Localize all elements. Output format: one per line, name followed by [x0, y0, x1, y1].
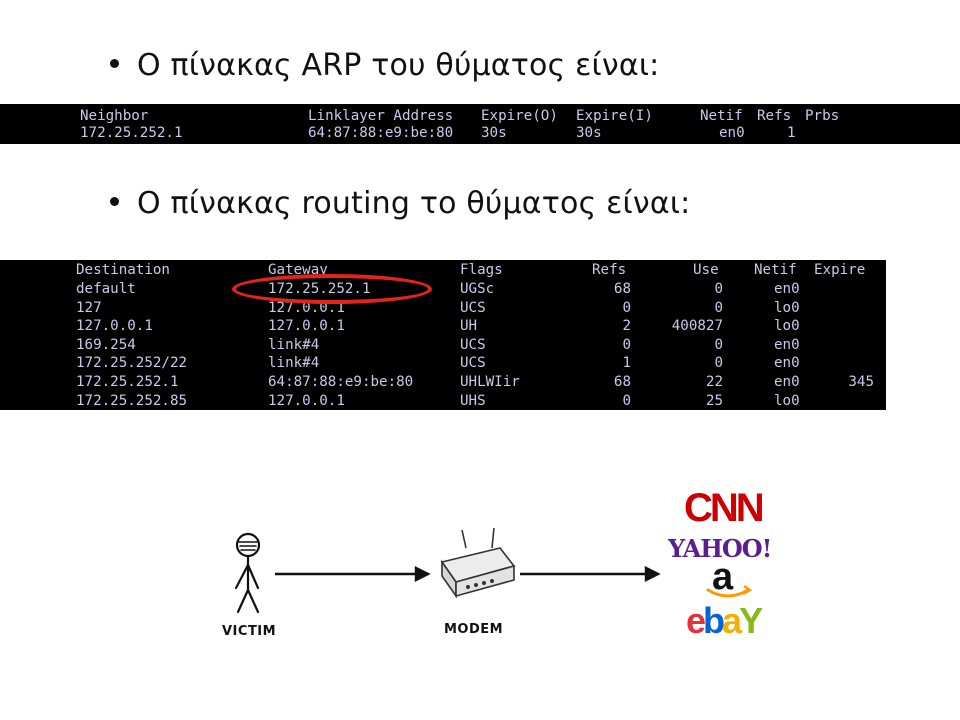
- arp-header-expire-i: Expire(I): [576, 108, 653, 124]
- bullet-arp-text: Ο πίνακας ARP του θύματος είναι:: [137, 48, 660, 83]
- routing-cell-destination: 172.25.252.85: [76, 392, 188, 409]
- routing-cell-use: 0: [714, 336, 723, 353]
- arp-cell-linklayer: 64:87:88:e9:be:80: [308, 125, 454, 141]
- ebay-e: e: [686, 600, 706, 641]
- routing-cell-refs: 0: [622, 299, 631, 316]
- victim-label: VICTIM: [222, 624, 277, 639]
- arrow-victim-to-modem: [275, 566, 431, 582]
- arrow-modem-to-sites: [520, 566, 661, 582]
- routing-cell-use: 0: [714, 299, 723, 316]
- amazon-logo: a: [712, 556, 734, 598]
- arp-header-refs: Refs: [757, 108, 792, 124]
- routing-cell-use: 400827: [671, 318, 723, 335]
- routing-cell-destination: 127.0.0.1: [76, 318, 153, 335]
- routing-cell-netif: en0: [774, 281, 800, 297]
- arp-header-expire-o: Expire(O): [481, 108, 558, 124]
- routing-header-expire: Expire: [814, 262, 866, 278]
- bullet-routing-text: Ο πίνακας routing το θύματος είναι:: [137, 186, 691, 221]
- routing-cell-destination: 169.254: [76, 336, 136, 353]
- ebay-y: Y: [739, 600, 763, 641]
- routing-cell-use: 0: [714, 281, 723, 297]
- routing-cell-flags: UCS: [460, 355, 486, 372]
- bullet-routing-heading: Ο πίνακας routing το θύματος είναι:: [110, 186, 690, 221]
- routing-cell-netif: lo0: [774, 318, 800, 335]
- arp-cell-neighbor: 172.25.252.1: [80, 125, 183, 141]
- bullet-dot: [110, 197, 119, 206]
- routing-cell-flags: UCS: [460, 336, 486, 353]
- routing-cell-destination: 172.25.252.1: [76, 374, 179, 390]
- routing-header-use: Use: [693, 262, 719, 278]
- arp-header-linklayer: Linklayer Address: [308, 108, 454, 124]
- routing-cell-flags: UCS: [460, 299, 486, 316]
- arp-header-prbs: Prbs: [805, 108, 840, 124]
- arp-table-terminal: Neighbor Linklayer Address Expire(O) Exp…: [0, 104, 960, 144]
- routing-cell-use: 0: [714, 355, 723, 372]
- routing-cell-refs: 68: [613, 281, 631, 297]
- routing-cell-netif: en0: [774, 355, 800, 372]
- arp-header-row: Neighbor Linklayer Address Expire(O) Exp…: [0, 107, 839, 126]
- routing-cell-use: 22: [705, 374, 723, 390]
- ebay-b: b: [703, 600, 725, 641]
- routing-cell-refs: 0: [622, 336, 631, 353]
- routing-cell-refs: 0: [622, 392, 631, 409]
- arp-cell-expire-o: 30s: [481, 125, 507, 141]
- routing-header-netif: Netif: [754, 262, 797, 278]
- modem-label: MODEM: [444, 622, 504, 637]
- routing-cell-flags: UHS: [460, 392, 486, 409]
- amazon-arrow-icon: [742, 585, 753, 596]
- arp-header-neighbor: Neighbor: [80, 108, 149, 124]
- bullet-dot: [110, 59, 119, 68]
- routing-cell-destination: 127: [76, 299, 102, 316]
- ebay-logo: ebaY: [686, 600, 763, 642]
- yahoo-logo: YAHOO!: [668, 534, 772, 563]
- cnn-logo: CNN: [684, 486, 765, 530]
- routing-cell-refs: 2: [622, 318, 631, 335]
- routing-cell-expire: 345: [848, 374, 874, 390]
- arp-cell-refs: 1: [787, 125, 796, 141]
- routing-cell-destination: default: [76, 281, 136, 297]
- routing-cell-flags: UH: [460, 318, 478, 335]
- routing-cell-netif: en0: [774, 374, 800, 390]
- routing-cell-gateway: 127.0.0.1: [268, 318, 345, 335]
- arp-header-netif: Netif: [700, 108, 743, 124]
- routing-cell-netif: en0: [774, 336, 800, 353]
- table-row: 172.25.252.1 64:87:88:e9:be:80 30s 30s e…: [0, 124, 796, 143]
- routing-cell-gateway: 127.0.0.1: [268, 392, 345, 409]
- gateway-highlight-ellipse: [232, 274, 432, 304]
- victim-stick-figure: [234, 532, 261, 614]
- routing-cell-gateway: link#4: [268, 355, 320, 372]
- modem-router: [440, 527, 516, 599]
- routing-header-flags: Flags: [460, 262, 503, 278]
- routing-cell-use: 25: [705, 392, 723, 409]
- routing-cell-netif: lo0: [774, 299, 800, 316]
- routing-header-refs: Refs: [592, 262, 627, 278]
- routing-cell-destination: 172.25.252/22: [76, 355, 188, 372]
- routing-cell-refs: 68: [613, 374, 631, 390]
- routing-cell-flags: UGSc: [460, 281, 495, 297]
- bullet-arp-heading: Ο πίνακας ARP του θύματος είναι:: [110, 48, 660, 83]
- routing-cell-gateway: link#4: [268, 336, 320, 353]
- routing-cell-refs: 1: [622, 355, 631, 372]
- routing-cell-netif: lo0: [774, 392, 800, 409]
- routing-cell-gateway: 64:87:88:e9:be:80: [268, 374, 414, 390]
- arp-cell-expire-i: 30s: [576, 125, 602, 141]
- routing-cell-flags: UHLWIir: [460, 374, 520, 390]
- routing-header-destination: Destination: [76, 262, 170, 278]
- ebay-a: a: [722, 600, 742, 641]
- arp-cell-netif: en0: [719, 125, 745, 141]
